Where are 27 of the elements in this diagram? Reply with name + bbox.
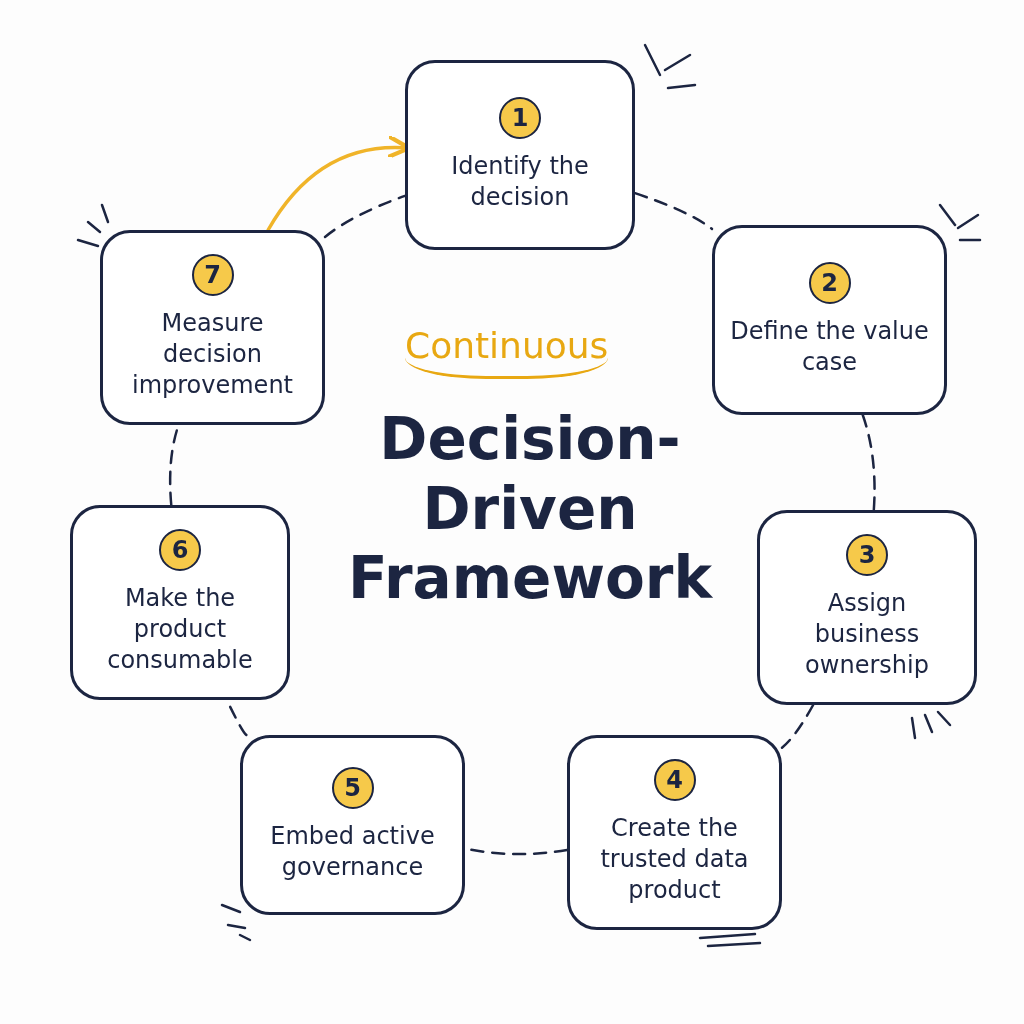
step-box [757,510,977,705]
step-text: Identify the decision [450,150,590,213]
heading-label: Continuous [405,325,609,379]
step-box [405,60,635,250]
dashed-connector [633,191,714,231]
step-text: Embed active governance [269,820,436,883]
step-number: 7 [191,253,234,296]
step-text: Create the trusted data product [599,812,750,907]
title: Decision-Driven Framework [347,405,714,614]
step-number: 4 [653,758,696,801]
dashed-connector [323,194,407,239]
step-box [712,225,947,415]
step-text: Measure decision improvement [130,307,294,402]
dashed-connector [861,413,876,512]
step-number: 2 [808,261,851,304]
step-box [100,230,325,425]
step-text: Assign business ownership [804,587,930,682]
dashed-connector [780,703,815,749]
step-number: 6 [159,528,201,571]
step-number: 5 [331,766,374,809]
step-box [70,505,290,700]
step-text: Make the product consumable [106,582,254,677]
step-number: 3 [846,533,888,576]
step-number: 1 [499,96,541,139]
step-text: Define the value case [729,315,930,378]
step-box [240,735,465,915]
step-box [567,735,782,930]
